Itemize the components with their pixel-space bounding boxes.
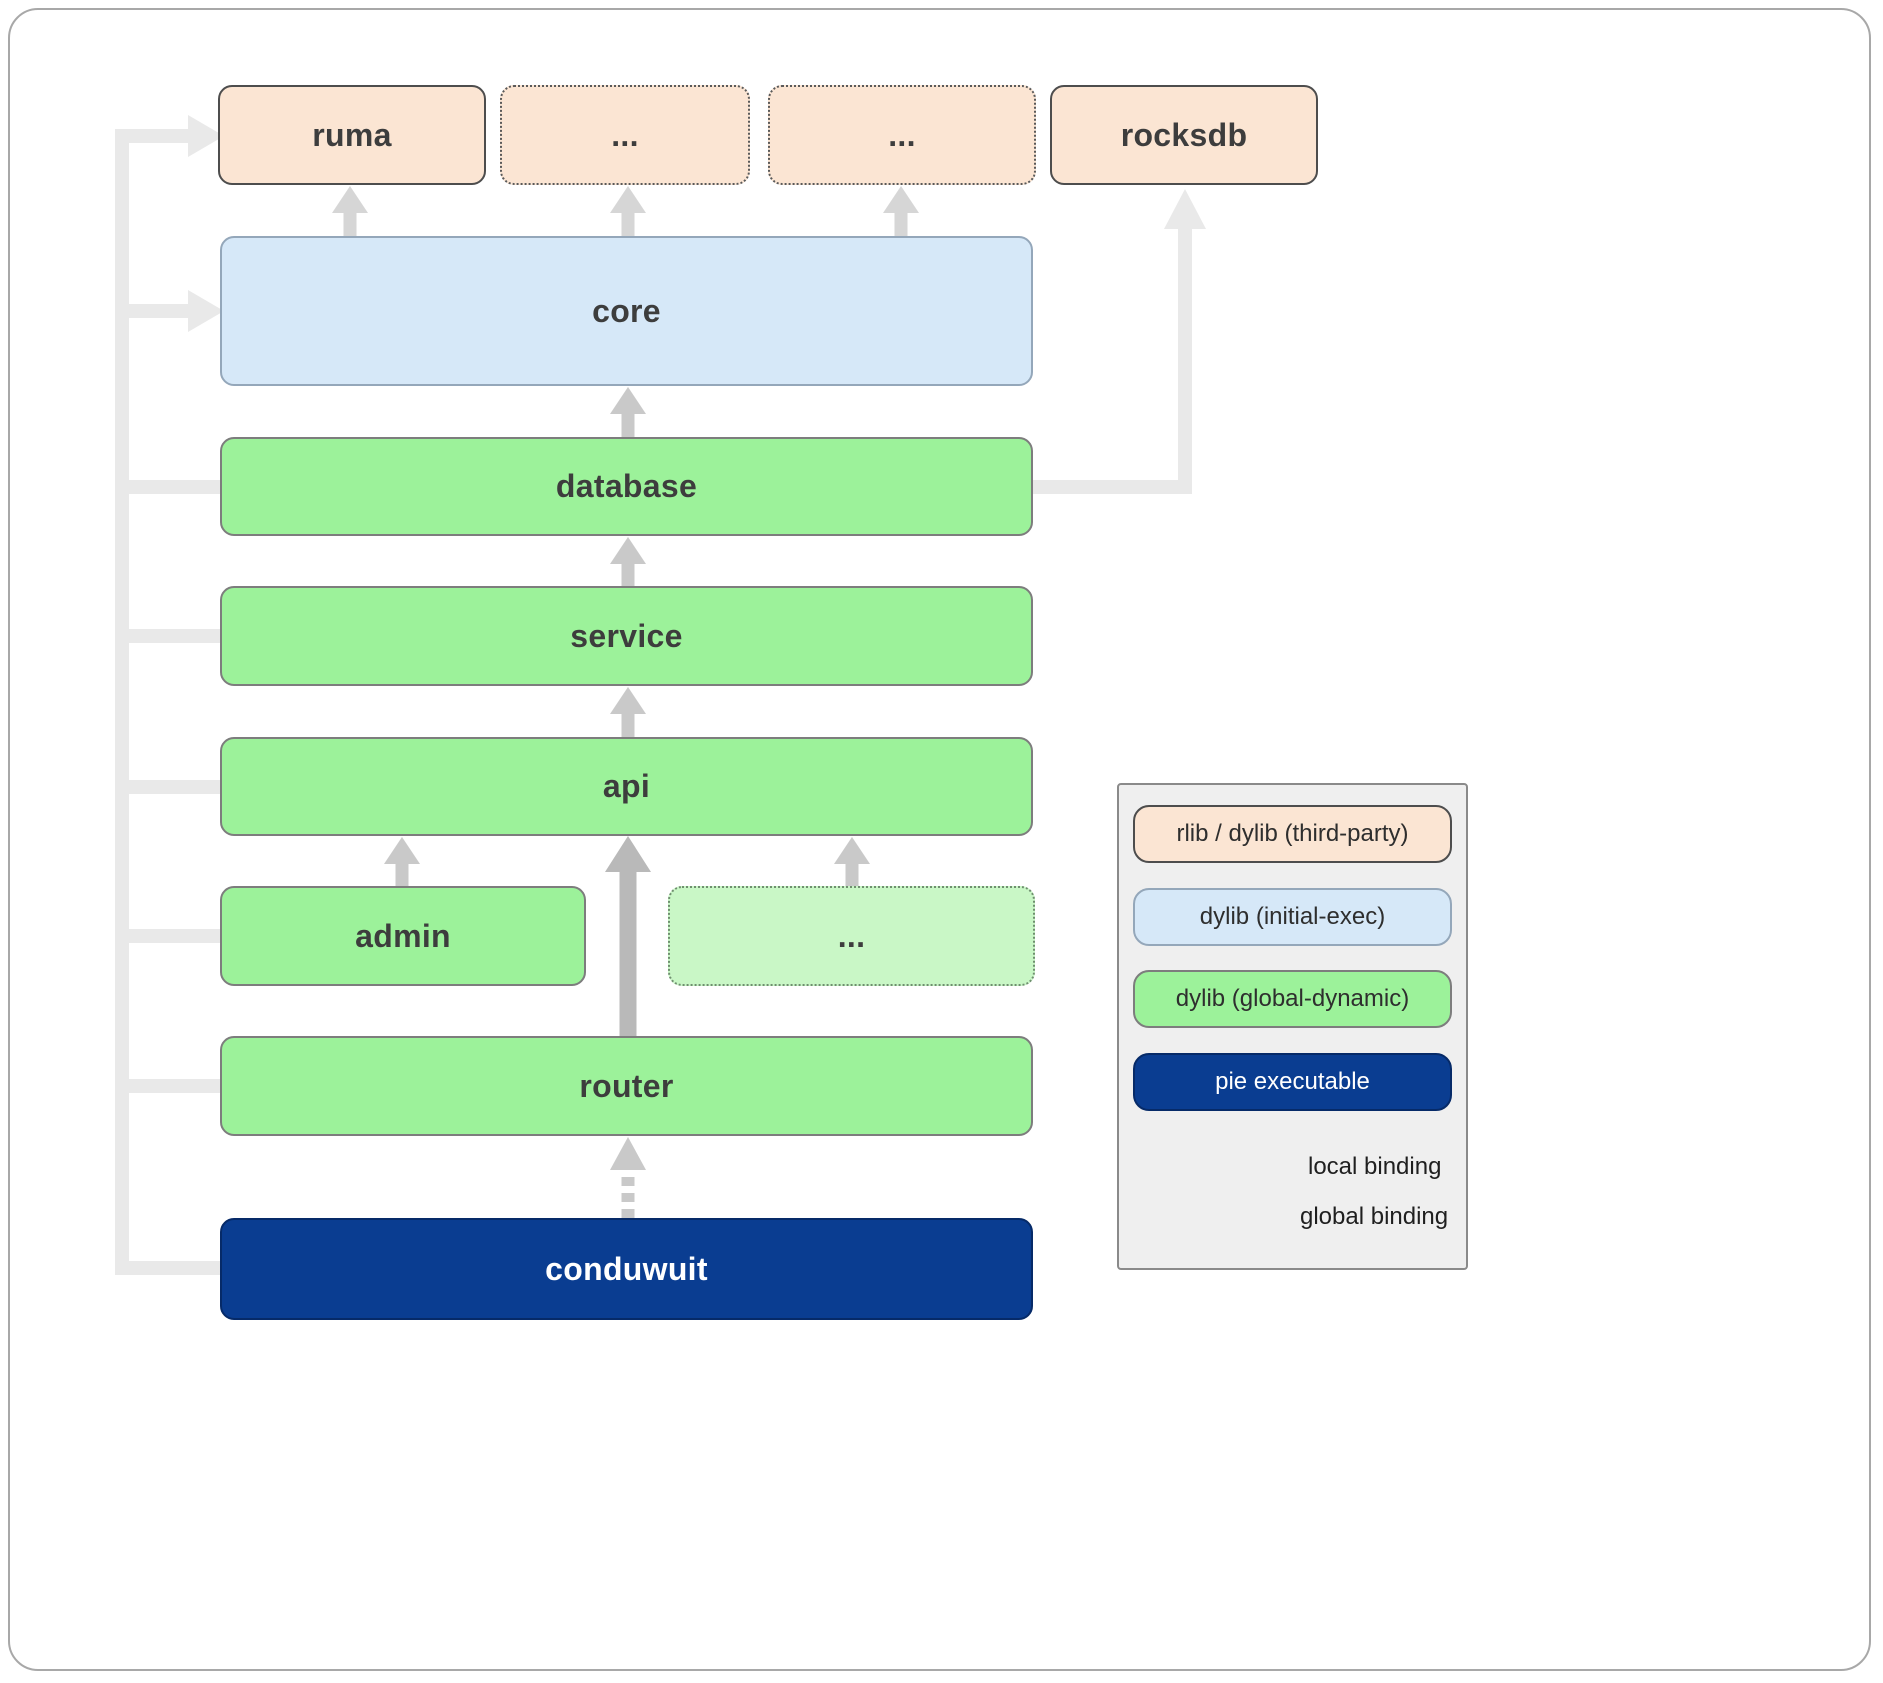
edge-core-dots2: [883, 186, 919, 236]
legend-swatch-global-dynamic: dylib (global-dynamic): [1133, 970, 1452, 1028]
node-dots-top-2: ...: [768, 85, 1036, 185]
node-dots-mid: ...: [668, 886, 1035, 986]
edge-admin-api: [384, 837, 420, 886]
edge-database-rocksdb: [1033, 189, 1206, 494]
legend-label-local-binding: local binding: [1308, 1153, 1442, 1180]
node-database: database: [220, 437, 1033, 536]
legend-swatch-third-party: rlib / dylib (third-party): [1133, 805, 1452, 863]
edge-router-api: [605, 836, 651, 1036]
global-binding-route-left: [115, 129, 222, 1275]
outer-frame: [8, 8, 1871, 1671]
node-api: api: [220, 737, 1033, 836]
edge-conduwuit-router: [610, 1137, 646, 1218]
edge-service-database: [610, 537, 646, 586]
node-admin: admin: [220, 886, 586, 986]
edge-api-service: [610, 687, 646, 737]
node-dots-top-1: ...: [500, 85, 750, 185]
node-ruma: ruma: [218, 85, 486, 185]
edge-core-ruma: [332, 186, 368, 236]
node-core: core: [220, 236, 1033, 386]
legend-label-global-binding: global binding: [1300, 1203, 1449, 1230]
legend-swatch-initial-exec: dylib (initial-exec): [1133, 888, 1452, 946]
node-service: service: [220, 586, 1033, 686]
global-binding-route-arrowheads: [188, 115, 224, 332]
node-conduwuit: conduwuit: [220, 1218, 1033, 1320]
node-router: router: [220, 1036, 1033, 1136]
legend-swatch-pie-executable: pie executable: [1133, 1053, 1452, 1111]
edge-core-dots1: [610, 186, 646, 236]
edge-dots-api: [834, 837, 870, 886]
edge-database-core: [610, 387, 646, 437]
node-rocksdb: rocksdb: [1050, 85, 1318, 185]
